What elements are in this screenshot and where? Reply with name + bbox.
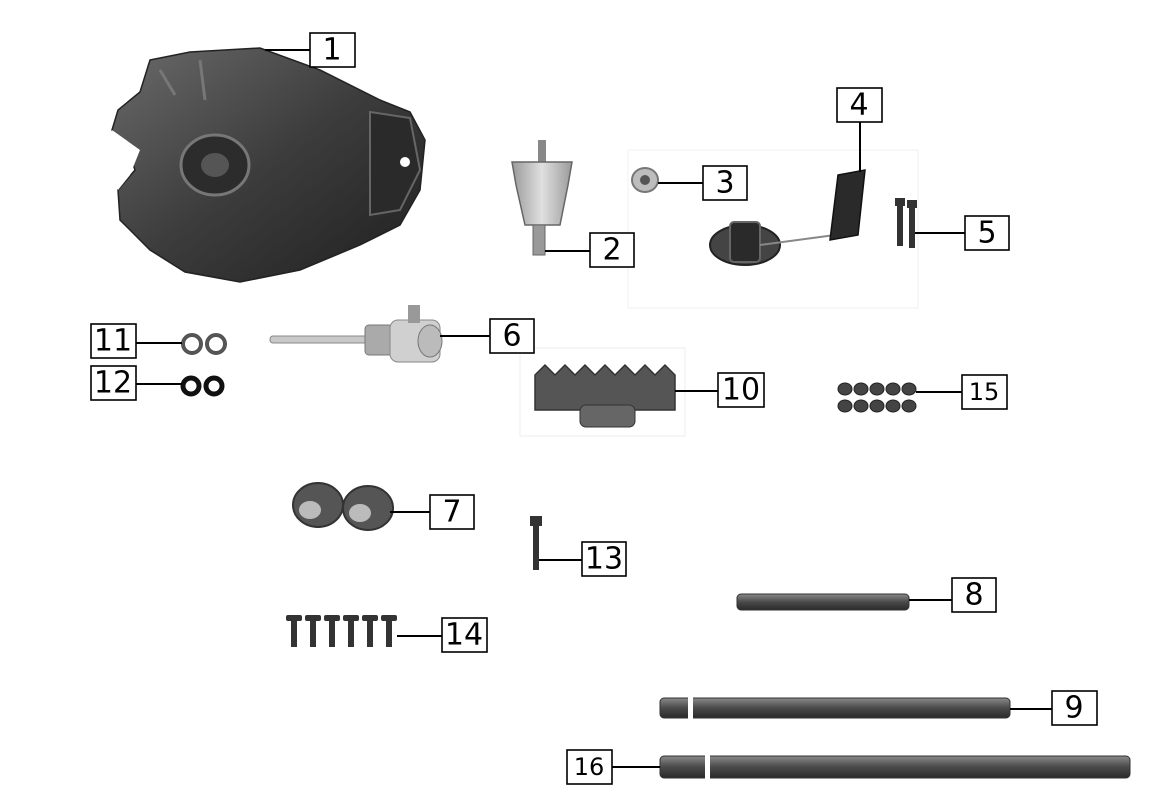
callout-14: 14 [441,617,488,653]
part-1-fuel-tank [111,47,426,283]
callout-label: 13 [585,542,623,577]
part-12-o-rings [180,375,225,397]
callout-label: 7 [442,495,461,530]
callout-15: 15 [961,374,1008,410]
callout-5: 5 [964,215,1010,251]
callout-label: 9 [1064,691,1083,726]
part-15-grommets [837,382,917,413]
part-16-longest-tube [659,754,1131,780]
part-3-grommet [631,167,659,193]
callout-label: 3 [715,166,734,201]
callout-8: 8 [951,577,997,613]
part-10-rack-block [519,347,686,437]
callout-label: 16 [574,753,605,781]
callout-6: 6 [489,318,535,354]
part-14-screws [286,615,397,647]
callout-2: 2 [589,232,635,268]
callout-11: 11 [90,323,137,359]
callout-label: 1 [322,33,341,68]
callout-label: 2 [602,233,621,268]
callout-label: 12 [94,366,132,401]
callout-1: 1 [309,32,356,68]
part-2-fuel-filter [511,140,573,256]
part-4-fuel-level-sensor [627,149,919,309]
leader-lines [136,49,1052,768]
callout-label: 10 [722,373,760,408]
callout-7: 7 [429,494,475,530]
callout-label: 6 [502,319,521,354]
callout-label: 15 [969,378,1000,406]
part-11-o-rings [181,333,227,355]
callout-4: 4 [836,87,883,123]
part-8-short-tube [736,593,910,611]
callout-label: 11 [94,324,132,359]
part-13-bolt [530,516,542,570]
callout-label: 5 [977,216,996,251]
part-9-long-tube [659,696,1011,720]
callout-10: 10 [717,372,765,408]
part-7-dampers [292,482,394,531]
part-6-fuel-valve [269,305,443,363]
callout-9: 9 [1051,690,1098,726]
part-5-bolts [895,198,917,248]
callout-16: 16 [566,749,613,785]
callout-label: 4 [849,88,868,123]
callout-3: 3 [702,165,748,201]
callout-label: 8 [964,578,983,613]
callout-label: 14 [445,618,483,653]
callout-12: 12 [90,365,137,401]
callout-13: 13 [581,541,627,577]
